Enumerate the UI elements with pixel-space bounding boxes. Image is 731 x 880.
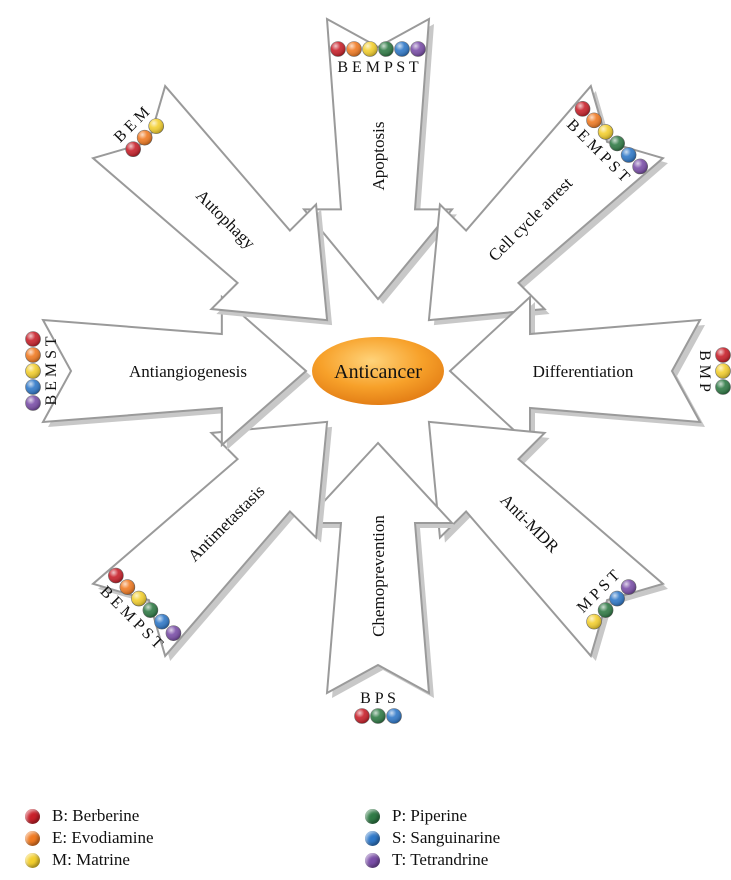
compound-ball-icon: [330, 41, 346, 57]
compound-ball-icon: [370, 708, 386, 724]
compound-ball-icon: [378, 41, 394, 57]
compound-ball-icon: [25, 363, 41, 379]
berberine-dot-icon: [25, 808, 40, 824]
compound-ball-icon: [597, 124, 614, 140]
legend-label: M: Matrine: [52, 850, 130, 869]
piperine-dot-icon: [365, 808, 380, 824]
compound-ball-icon: [620, 579, 637, 595]
compound-ball-icon: [119, 579, 136, 595]
compound-ball-icon: [131, 590, 147, 607]
compound-ball-icon: [574, 101, 591, 117]
compound-ball-icon: [25, 395, 41, 411]
legend-item-sanguinarine: S: Sanguinarine: [365, 828, 500, 848]
compound-ball-icon: [394, 41, 410, 57]
compound-ball-icon: [142, 602, 159, 618]
legend-item-berberine: B: Berberine: [25, 806, 139, 826]
compound-ball-icon: [715, 347, 731, 363]
compound-ball-icon: [154, 613, 170, 630]
legend-item-evodiamine: E: Evodiamine: [25, 828, 154, 848]
compound-ball-icon: [586, 613, 602, 630]
compound-ball-icon: [136, 129, 153, 146]
arrow-antimetastasis: [90, 420, 329, 659]
compound-ball-icon: [354, 708, 370, 724]
evodiamine-dot-icon: [25, 830, 40, 846]
legend-item-tetrandrine: T: Tetrandrine: [365, 850, 488, 870]
legend-item-piperine: P: Piperine: [365, 806, 467, 826]
compound-ball-icon: [715, 379, 731, 395]
legend-label: P: Piperine: [392, 806, 468, 825]
compound-letters-antiangiogenesis: B E M S T: [43, 336, 60, 405]
compound-letters-chemoprevention: B P S: [360, 690, 396, 707]
compound-ball-icon: [346, 41, 362, 57]
compound-ball-icon: [125, 141, 141, 157]
compound-ball-icon: [609, 135, 625, 152]
compound-ball-icon: [25, 379, 41, 395]
legend-label: S: Sanguinarine: [392, 828, 501, 847]
mechanism-label-antiangiogenesis: Antiangiogenesis: [129, 362, 247, 381]
center-ellipse: [312, 337, 444, 405]
compound-ball-icon: [609, 590, 625, 607]
compound-ball-icon: [25, 347, 41, 363]
compound-ball-icon: [25, 331, 41, 347]
mechanism-label-chemoprevention: Chemoprevention: [369, 515, 388, 637]
compound-ball-icon: [586, 112, 602, 129]
mechanism-label-apoptosis: Apoptosis: [369, 122, 388, 191]
center-node: Anticancer: [312, 337, 444, 405]
legend-item-matrine: M: Matrine: [25, 850, 130, 870]
mechanism-label-differentiation: Differentiation: [533, 362, 634, 381]
compound-ball-icon: [148, 118, 164, 134]
tetrandrine-dot-icon: [365, 852, 380, 868]
compound-letters-differentiation: B M P: [696, 350, 713, 392]
center-label: Anticancer: [334, 361, 422, 383]
legend-label: E: Evodiamine: [52, 828, 154, 847]
legend-label: T: Tetrandrine: [392, 850, 489, 869]
compound-ball-icon: [715, 363, 731, 379]
legend-label: B: Berberine: [52, 806, 140, 825]
sanguinarine-dot-icon: [365, 830, 380, 846]
compound-ball-icon: [362, 41, 378, 57]
compound-ball-icon: [620, 147, 637, 163]
arrow-cell-cycle-arrest: [427, 83, 666, 322]
compound-ball-icon: [386, 708, 402, 724]
compound-ball-icon: [632, 158, 648, 175]
compound-ball-icon: [108, 567, 124, 584]
compound-ball-icon: [165, 625, 182, 641]
arrow-anti-mdr: [427, 420, 666, 659]
compound-letters-apoptosis: B E M P S T: [337, 59, 419, 76]
compound-ball-icon: [410, 41, 426, 57]
compound-ball-icon: [597, 602, 614, 618]
matrine-dot-icon: [25, 852, 40, 868]
